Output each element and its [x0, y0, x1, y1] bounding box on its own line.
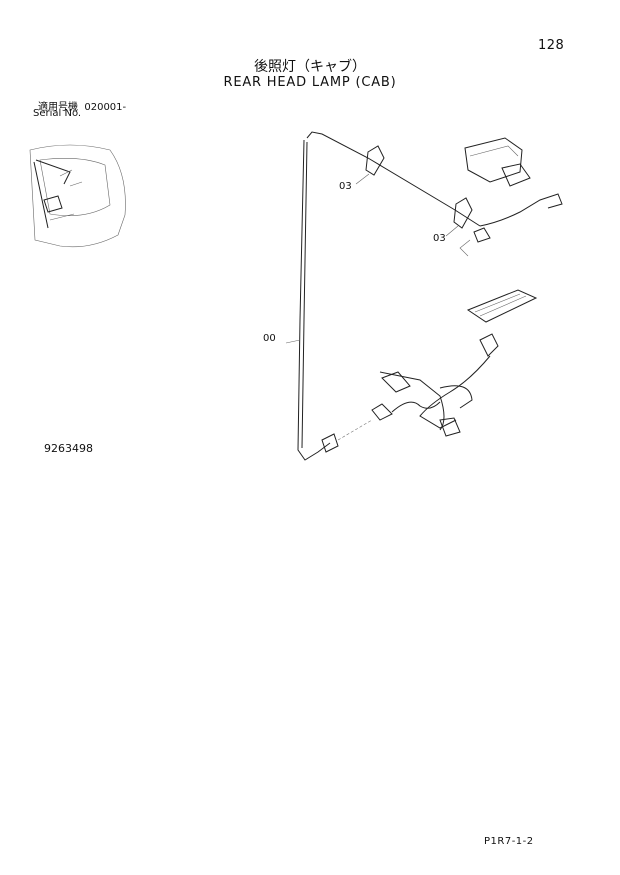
machine-thumbnail [29, 144, 126, 248]
cab-harness-drawing [321, 289, 538, 453]
rear-lamp-drawing [459, 137, 563, 257]
page-code: P1R7-1-2 [484, 836, 534, 847]
clamp-upper-drawing [355, 145, 385, 185]
clamp-lower-drawing [445, 197, 473, 237]
serial-label-english: Serial No. [33, 108, 82, 119]
callout-clamp-upper: 03 [339, 181, 352, 192]
callout-clamp-lower: 03 [433, 233, 446, 244]
callout-harness: 00 [263, 333, 276, 344]
title-english: REAR HEAD LAMP (CAB) [223, 75, 397, 90]
page-number: 128 [538, 38, 565, 53]
serial-label-japanese: 適用号機 020001- [38, 98, 126, 113]
serial-value: 020001- [84, 102, 127, 113]
title-japanese: 後照灯（キャブ） [254, 59, 366, 75]
serial-label-ja-text: 適用号機 [38, 102, 78, 113]
drawing-number: 9263498 [44, 442, 93, 455]
harness-drawing [285, 131, 481, 461]
